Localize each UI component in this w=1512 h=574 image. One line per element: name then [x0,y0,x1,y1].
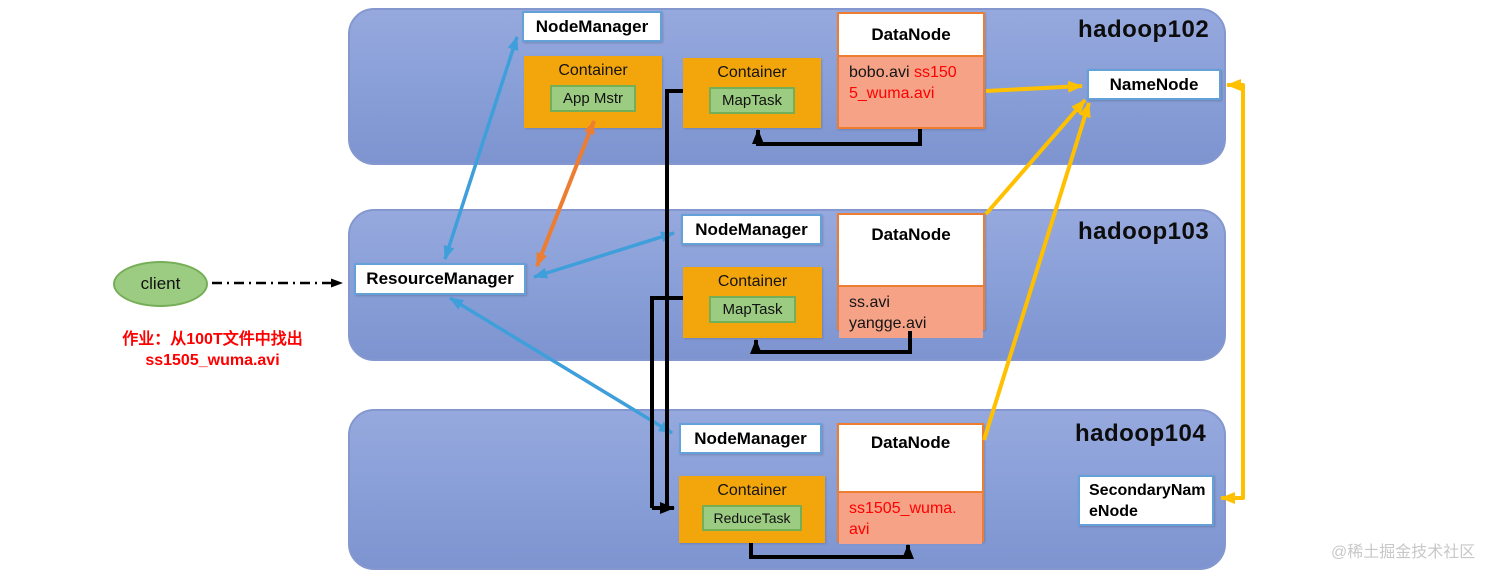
task-maptask-102: MapTask [708,87,796,114]
datanode-files-hadoop104: ss1505_wuma.avi [839,491,982,544]
datanode-hadoop104: DataNode ss1505_wuma.avi [837,423,984,544]
container-maptask-hadoop102: Container MapTask [683,58,821,128]
datanode-label: DataNode [871,24,951,44]
datanode-hadoop103: DataNode ss.avi yangge.avi [837,213,985,338]
datanode-files-hadoop102: bobo.avi ss1505_wuma.avi [839,55,983,127]
nodemanager-hadoop104: NodeManager [679,423,822,454]
nodemanager-hadoop103: NodeManager [681,214,822,245]
file-ss1505-wuma-avi-104: ss1505_wuma.avi [849,500,957,538]
client-node: client [113,261,208,307]
container-reducetask-hadoop104: Container ReduceTask [679,476,825,543]
container-label: Container [717,482,787,499]
job-note-line2: ss1505_wuma.avi [145,352,280,369]
task-reducetask: ReduceTask [702,505,802,531]
container-label: Container [717,64,787,81]
file-bobo-avi: bobo.avi [849,64,910,81]
datanode-files-hadoop103: ss.avi yangge.avi [839,285,983,338]
datanode-hadoop102: DataNode bobo.avi ss1505_wuma.avi [837,12,985,129]
server-title-hadoop103: hadoop103 [1078,218,1210,245]
container-label: Container [717,273,788,290]
datanode-label: DataNode [871,225,951,244]
datanode-label: DataNode [870,433,951,452]
container-appmstr-hadoop102: Container App Mstr [524,56,662,128]
task-maptask-103: MapTask [709,296,796,323]
container-maptask-hadoop103: Container MapTask [683,267,822,338]
job-note: 作业：从100T文件中找出 ss1505_wuma.avi [90,329,335,371]
container-label: Container [558,62,628,79]
nodemanager-hadoop102: NodeManager [522,11,662,42]
resourcemanager-box: ResourceManager [354,263,526,295]
watermark: @稀土掘金技术社区 [1331,544,1476,561]
namenode-box: NameNode [1087,69,1221,100]
file-yangge-avi: yangge.avi [849,315,927,332]
file-ss-avi: ss.avi [849,294,890,311]
server-title-hadoop102: hadoop102 [1078,16,1210,43]
secondary-namenode-box: SecondaryNameNode [1078,475,1214,526]
job-note-line1: 作业：从100T文件中找出 [122,331,303,348]
server-title-hadoop104: hadoop104 [1075,420,1207,447]
task-appmstr: App Mstr [549,85,636,112]
file-ss1505-wuma-avi: ss1505_wuma.avi [849,64,957,102]
